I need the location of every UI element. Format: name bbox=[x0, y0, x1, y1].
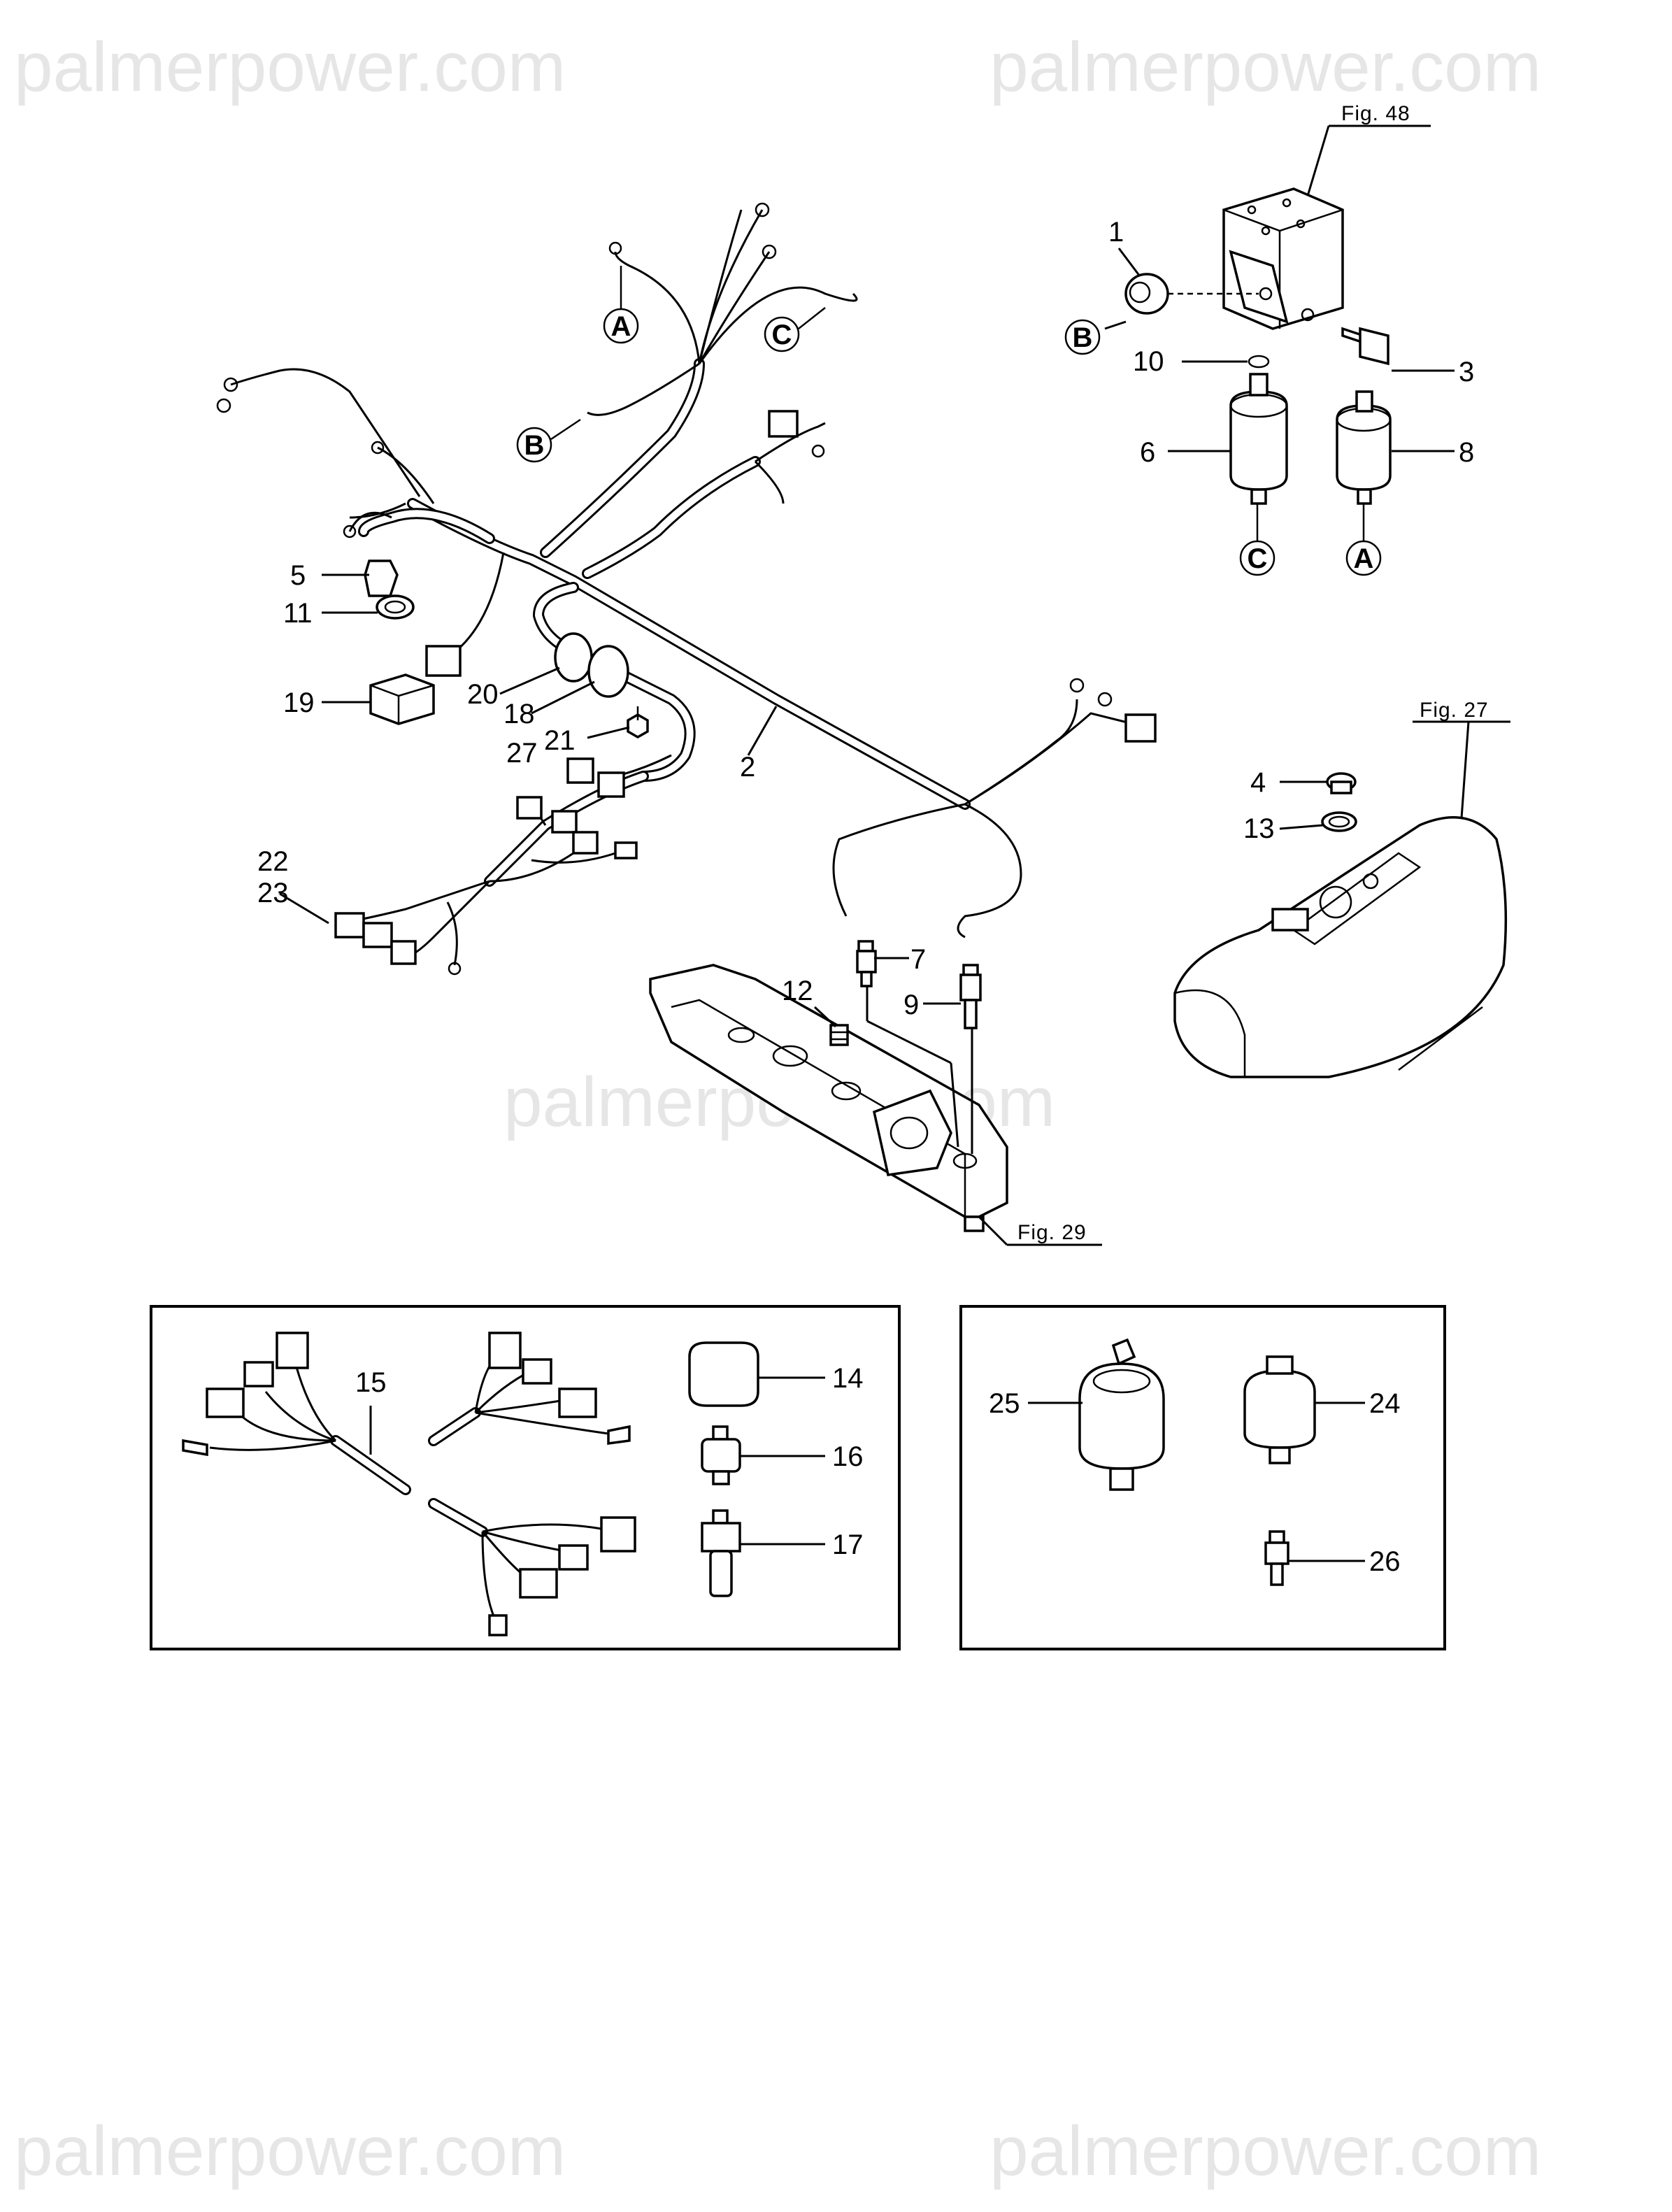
ref-a-right: A bbox=[1345, 504, 1382, 576]
ref-a-top: A bbox=[603, 266, 639, 344]
callout-8: 8 bbox=[1459, 437, 1474, 468]
callout-16: 16 bbox=[832, 1441, 864, 1472]
callout-2: 2 bbox=[740, 752, 755, 783]
callout-12: 12 bbox=[782, 976, 813, 1006]
callout-20: 20 bbox=[467, 679, 499, 710]
ref-b-right: B bbox=[1064, 319, 1101, 355]
part-5-connector bbox=[364, 559, 399, 597]
fig27-cover-panel bbox=[1173, 816, 1508, 1078]
svg-text:C: C bbox=[772, 320, 792, 350]
callout-23: 23 bbox=[257, 878, 289, 908]
callout-24: 24 bbox=[1369, 1388, 1401, 1419]
fig27-label: Fig. 27 bbox=[1420, 699, 1489, 722]
part-17-sender bbox=[701, 1509, 741, 1597]
callout-21: 21 bbox=[544, 725, 576, 756]
callout-7: 7 bbox=[910, 944, 926, 975]
part-1-pressure-switch bbox=[1124, 273, 1259, 315]
part-10-washer bbox=[1248, 355, 1270, 369]
fig48-bracket-assembly bbox=[1222, 187, 1344, 330]
part-11-grommet bbox=[376, 594, 415, 620]
part-12-plug bbox=[829, 1024, 849, 1046]
part-9-sender bbox=[959, 964, 982, 1029]
ref-b-left: B bbox=[516, 418, 581, 463]
callout-10: 10 bbox=[1133, 346, 1164, 377]
part-3-sender bbox=[1341, 327, 1389, 366]
part-16-switch bbox=[701, 1425, 741, 1485]
callout-13: 13 bbox=[1243, 813, 1275, 844]
callout-9: 9 bbox=[903, 990, 919, 1020]
fig29-manifold bbox=[649, 964, 1008, 1232]
svg-text:B: B bbox=[1073, 322, 1093, 353]
watermark-bottom-right: palmerpower.com bbox=[989, 2112, 1541, 2190]
ref-c-top: C bbox=[764, 307, 826, 352]
callout-19: 19 bbox=[283, 687, 315, 718]
part-8-filter bbox=[1336, 390, 1392, 505]
leader-lines bbox=[279, 124, 1510, 1246]
callout-3: 3 bbox=[1459, 357, 1474, 387]
callout-1: 1 bbox=[1108, 217, 1124, 248]
callout-15: 15 bbox=[355, 1367, 387, 1398]
callout-26: 26 bbox=[1369, 1546, 1401, 1577]
svg-text:A: A bbox=[611, 311, 631, 342]
part-4-plug bbox=[1326, 772, 1357, 794]
part-25-gauge-sender bbox=[1078, 1338, 1165, 1491]
part-24-gauge-sender bbox=[1243, 1355, 1316, 1464]
callout-14: 14 bbox=[832, 1363, 864, 1394]
watermark-bottom-left: palmerpower.com bbox=[14, 2112, 566, 2190]
callout-22: 22 bbox=[257, 846, 289, 877]
callout-4: 4 bbox=[1250, 767, 1266, 798]
inset-box-right bbox=[959, 1305, 1446, 1650]
callout-27: 27 bbox=[506, 738, 538, 769]
part-26-sender bbox=[1264, 1530, 1289, 1586]
part-7-sender bbox=[856, 940, 877, 987]
callout-25: 25 bbox=[989, 1388, 1020, 1419]
part-13-washer bbox=[1321, 811, 1357, 832]
fig29-label: Fig. 29 bbox=[1017, 1221, 1087, 1244]
callout-17: 17 bbox=[832, 1529, 864, 1560]
ref-c-right: C bbox=[1239, 504, 1276, 576]
callout-18: 18 bbox=[503, 699, 535, 729]
svg-text:C: C bbox=[1248, 543, 1268, 574]
callout-11: 11 bbox=[283, 598, 313, 629]
svg-text:A: A bbox=[1354, 543, 1374, 574]
watermark-top-right: palmerpower.com bbox=[989, 28, 1541, 106]
fig48-label: Fig. 48 bbox=[1341, 102, 1410, 125]
callout-6: 6 bbox=[1140, 437, 1155, 468]
svg-text:B: B bbox=[524, 430, 545, 461]
main-wire-harness bbox=[216, 202, 1157, 976]
callout-5: 5 bbox=[290, 560, 306, 591]
inset-box-left bbox=[150, 1305, 901, 1650]
part-6-filter bbox=[1229, 373, 1288, 505]
part-14-relay bbox=[688, 1341, 759, 1407]
part-15-sub-harness bbox=[182, 1332, 636, 1636]
watermark-top-left: palmerpower.com bbox=[14, 28, 566, 106]
part-19-relay bbox=[369, 673, 435, 725]
